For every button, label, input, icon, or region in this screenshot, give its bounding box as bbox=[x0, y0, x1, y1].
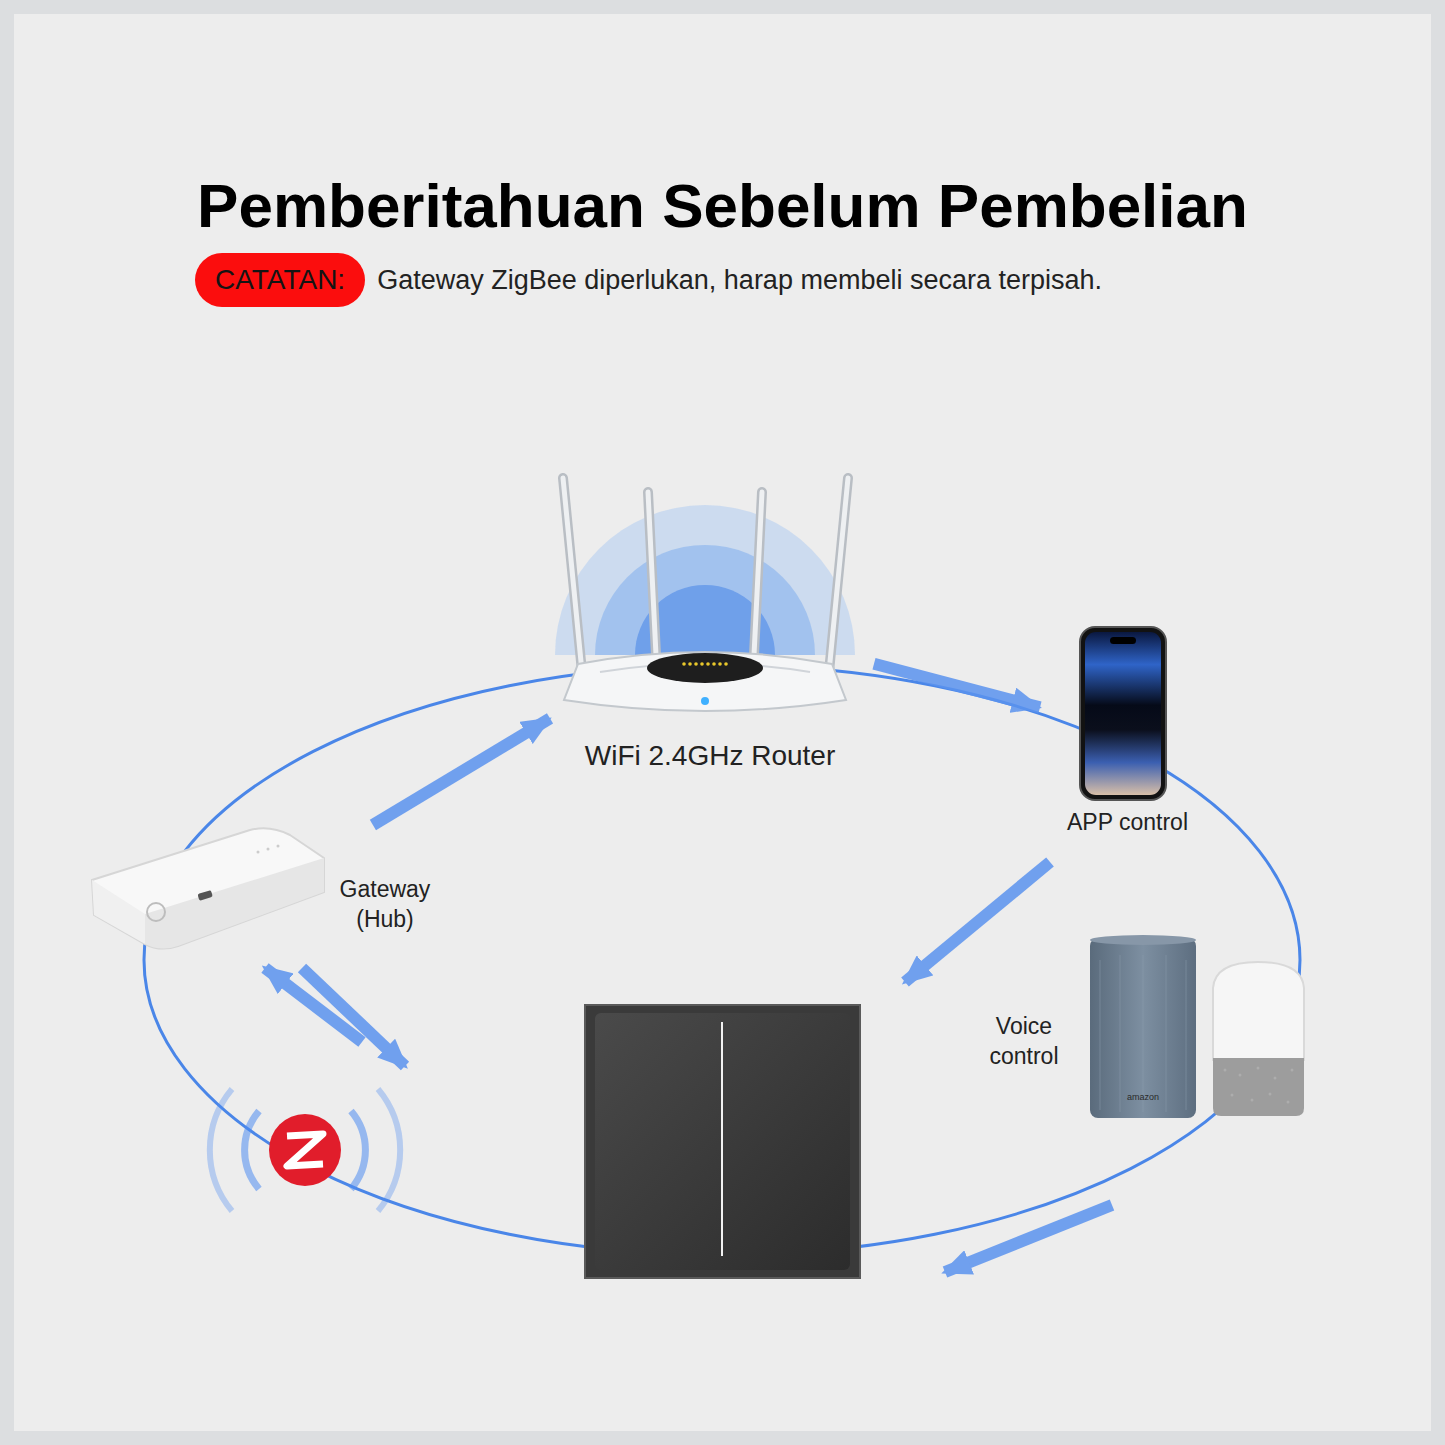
flow-connector bbox=[874, 664, 1040, 708]
router-icon bbox=[555, 478, 855, 711]
note-pill: CATATAN: bbox=[195, 253, 365, 307]
phone-icon bbox=[1080, 627, 1166, 800]
gateway-icon bbox=[92, 828, 324, 948]
device-label: WiFi 2.4GHz Router bbox=[550, 738, 870, 774]
device-label: APP control bbox=[1040, 808, 1215, 838]
device-label: Voice control bbox=[965, 1012, 1083, 1072]
wall-switch bbox=[585, 1005, 860, 1278]
router-node: WiFi 2.4GHz Router bbox=[550, 462, 874, 780]
device-label: Gateway (Hub) bbox=[321, 875, 449, 935]
flow-connector bbox=[373, 718, 550, 825]
note-tag: CATATAN: bbox=[215, 264, 345, 296]
smart-speakers bbox=[1090, 935, 1304, 1118]
title: Pemberitahuan Sebelum Pembelian bbox=[0, 170, 1445, 241]
phone-node: APP control bbox=[1040, 620, 1219, 842]
flow-arrows bbox=[265, 862, 1112, 1272]
zigbee-symbol bbox=[210, 1089, 400, 1211]
brand-mark: amazon bbox=[1124, 1092, 1162, 1102]
gateway-node: Gateway (Hub) bbox=[85, 825, 453, 950]
note-text: Gateway ZigBee diperlukan, harap membeli… bbox=[377, 265, 1102, 296]
